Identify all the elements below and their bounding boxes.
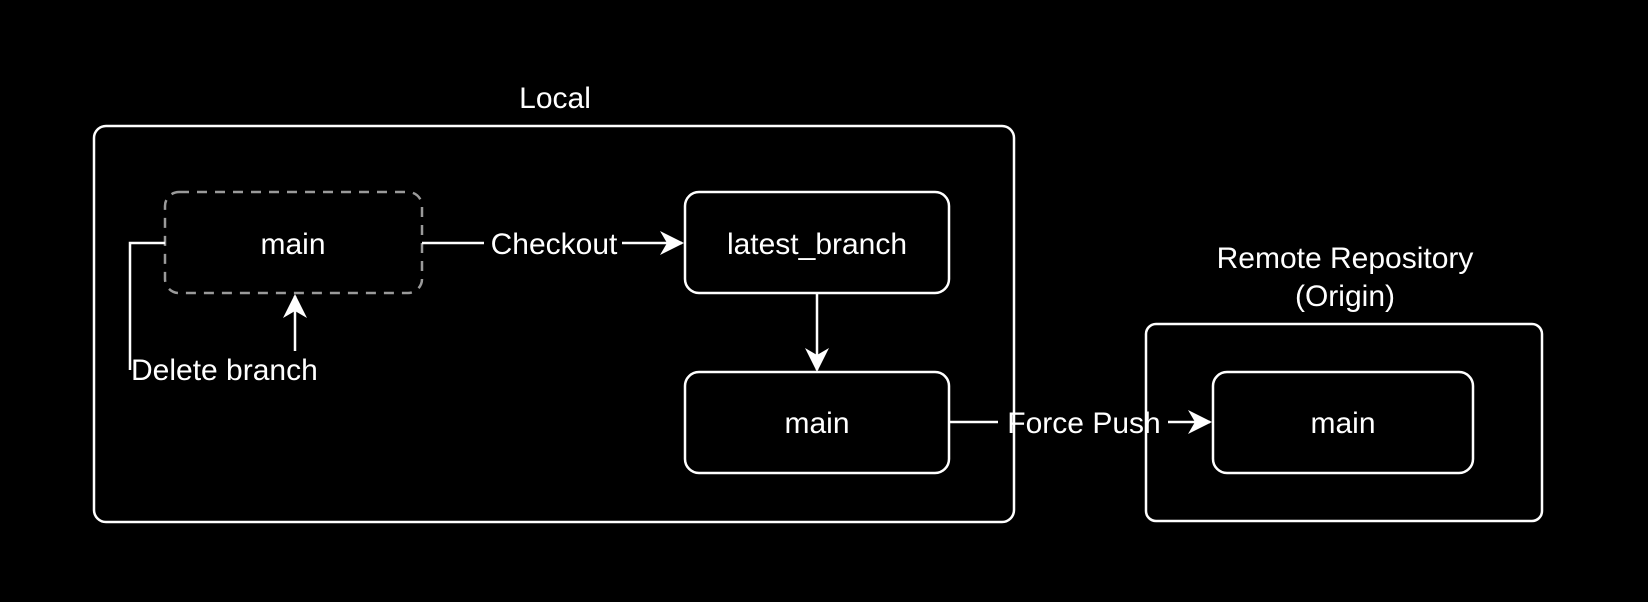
edge-checkout-label: Checkout [491, 228, 618, 261]
edge-delete-branch-line[interactable] [128, 241, 165, 370]
node-remote-main-label: main [1310, 407, 1375, 440]
node-latest-branch-label: latest_branch [727, 228, 907, 261]
local-group-label: Local [519, 82, 591, 115]
remote-group-label-line1: Remote Repository [1217, 242, 1474, 275]
local-group-container[interactable] [92, 124, 1016, 524]
node-remote-main[interactable] [1211, 370, 1475, 475]
edge-force-push-label: Force Push [1007, 407, 1160, 440]
remote-group-container[interactable] [1144, 322, 1544, 523]
node-local-main-deleted-label: main [260, 228, 325, 261]
edge-delete-branch-label: Delete branch [131, 354, 318, 387]
node-local-main-new-label: main [784, 407, 849, 440]
remote-group-label-line2: (Origin) [1295, 280, 1395, 313]
